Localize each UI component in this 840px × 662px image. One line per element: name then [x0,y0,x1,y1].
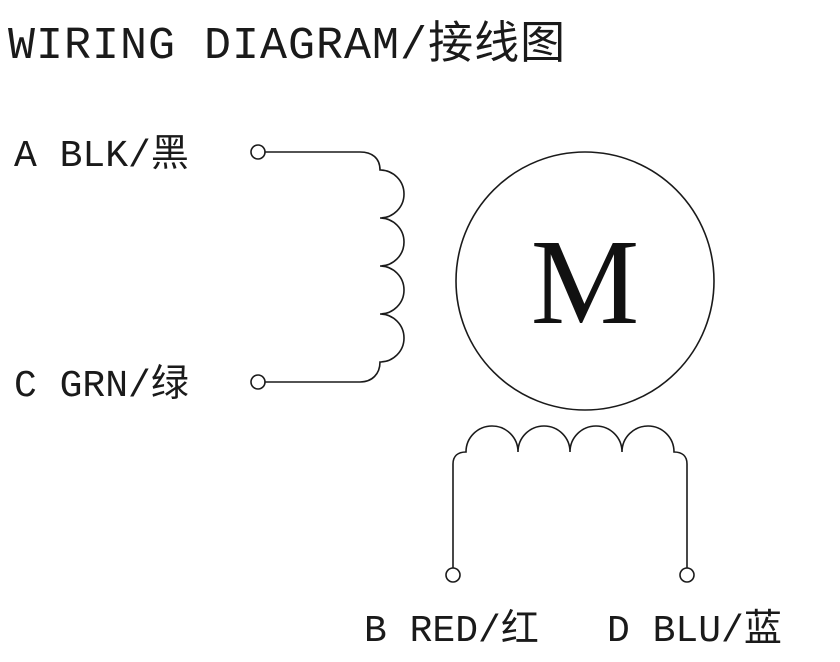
terminal-b-label: B RED/红 [364,609,539,653]
terminal-d-circle [679,567,695,583]
terminal-c-circle [250,374,266,390]
terminal-d-label: D BLU/蓝 [607,609,782,653]
terminal-a-label: A BLK/黑 [14,135,189,178]
diagram-title: WIRING DIAGRAM/接线图 [8,19,566,72]
terminal-a-circle [250,144,266,160]
terminal-c-label: C GRN/绿 [14,364,189,408]
terminal-b-circle [445,567,461,583]
coil-ac [264,151,405,383]
coil-bd [452,425,688,569]
motor-circle [455,151,715,411]
motor-label: M [531,215,639,350]
